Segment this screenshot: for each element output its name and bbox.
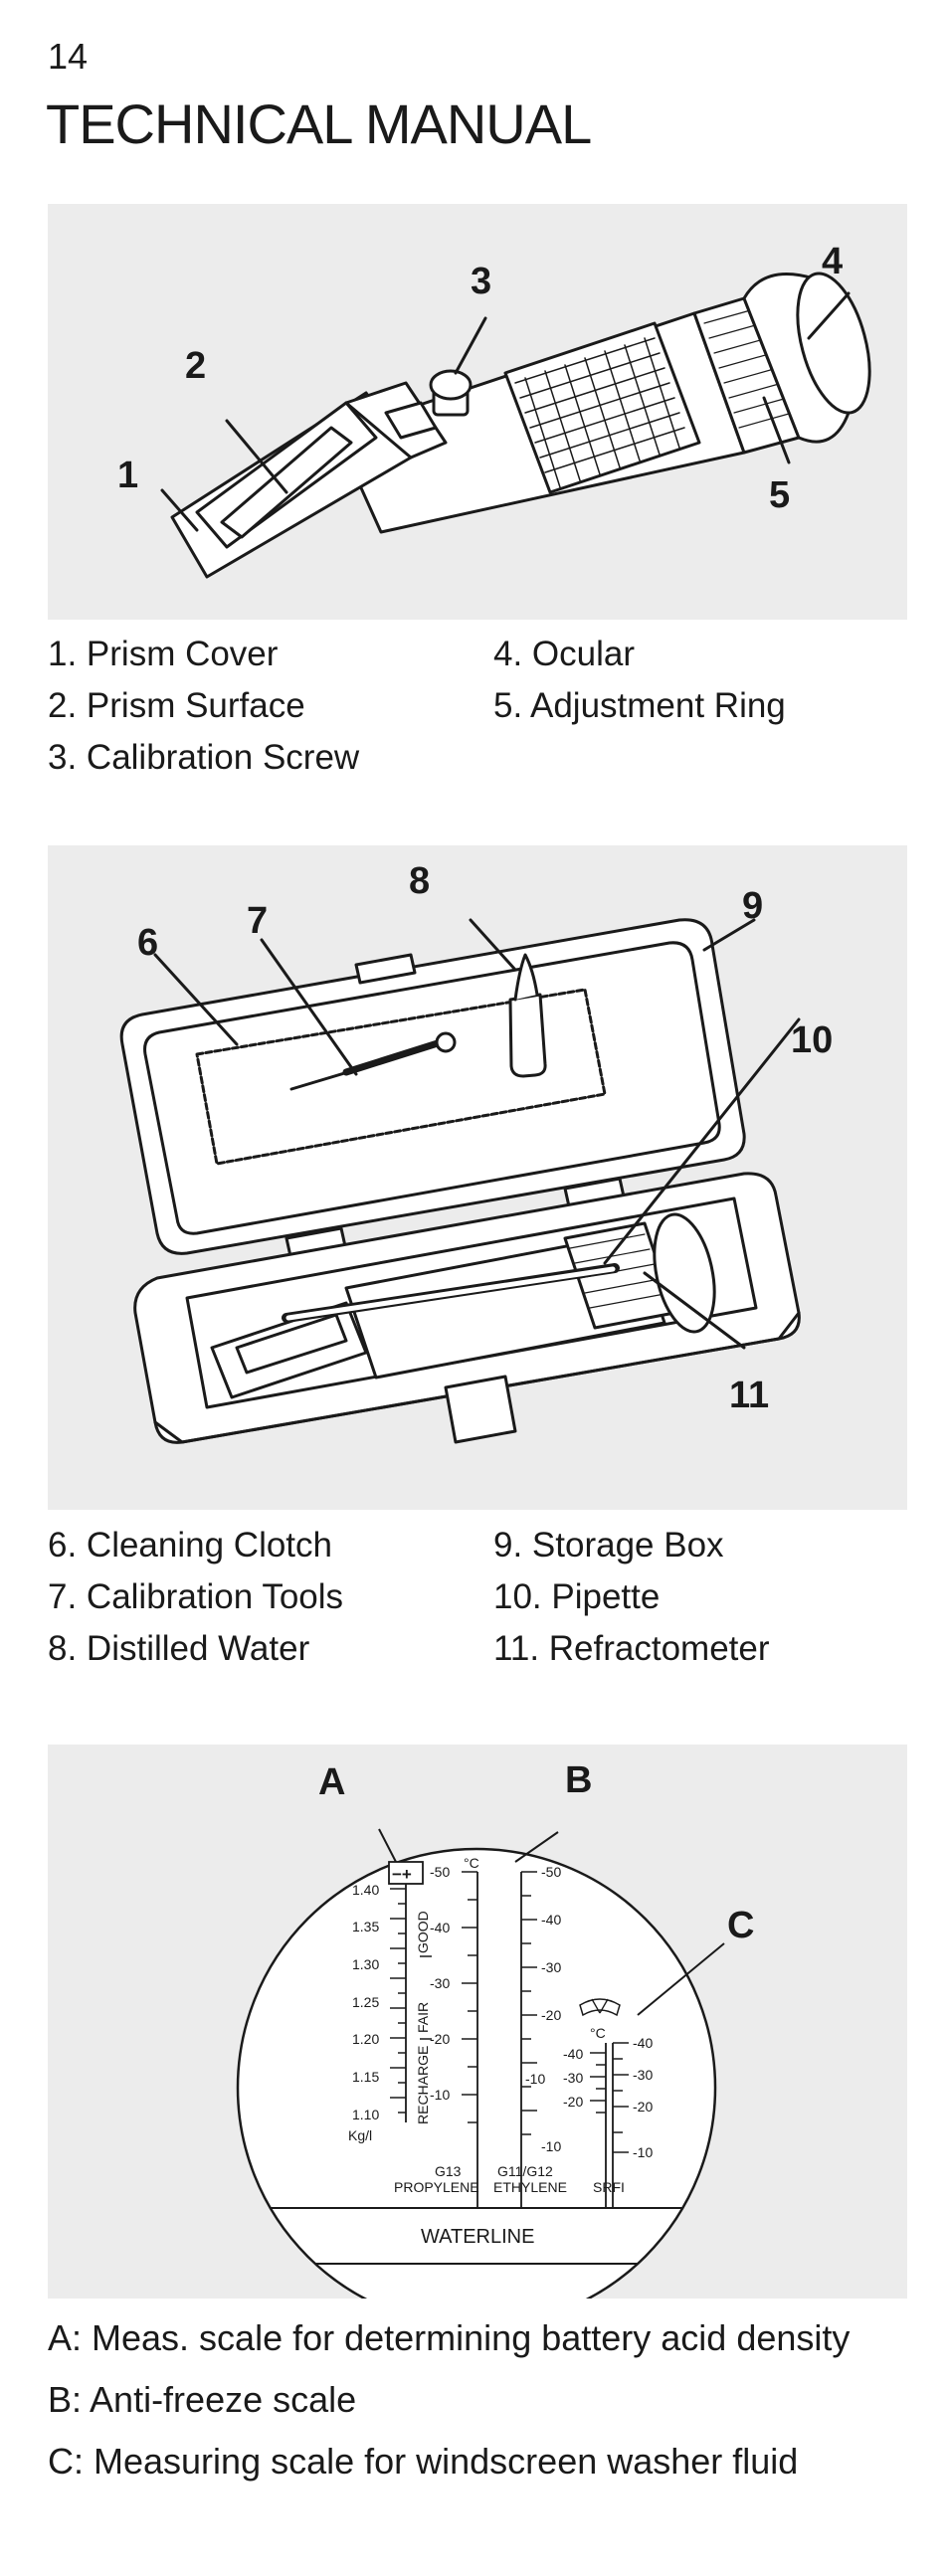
scale-a-value: 1.30: [352, 1956, 379, 1972]
callout-6: 6: [137, 922, 158, 964]
page-title: TECHNICAL MANUAL: [46, 92, 592, 155]
scale-view-illustration: A B C −+ 1.40 1.35 1.30 1.25 1.20 1.15 1…: [236, 1759, 754, 2299]
scale-b-left-value: -50: [430, 1864, 450, 1880]
caption-b: B: Anti-freeze scale: [48, 2379, 357, 2420]
scale-a-value: 1.15: [352, 2069, 379, 2085]
scale-c-right-value: -30: [633, 2067, 653, 2083]
caption-c: C: Measuring scale for windscreen washer…: [48, 2441, 799, 2482]
scale-c-right-value: -10: [633, 2144, 653, 2160]
scale-b-right-value: -50: [541, 1864, 561, 1880]
storage-box-illustration: 6 7 8 9 10 11: [119, 860, 833, 1444]
scale-captions: A: Meas. scale for determining battery a…: [48, 2307, 850, 2492]
storage-box-figure: 6 7 8 9 10 11: [48, 845, 907, 1510]
scale-view-circle: [236, 1847, 717, 2299]
scale-a-zone-good: GOOD: [415, 1911, 431, 1953]
page-number: 14: [48, 36, 89, 77]
scale-view-figure: A B C −+ 1.40 1.35 1.30 1.25 1.20 1.15 1…: [48, 1745, 907, 2299]
scale-a-unit: Kg/l: [348, 2127, 372, 2143]
scale-c-right-value: -20: [633, 2099, 653, 2115]
legend-column-right: 4. Ocular 5. Adjustment Ring: [493, 629, 786, 732]
scale-b-right-value: -30: [541, 1959, 561, 1975]
scale-b-label-propylene: PROPYLENE: [394, 2179, 479, 2195]
scale-b-right-value: -10: [541, 2138, 561, 2154]
scale-b-left-value: -10: [430, 2087, 450, 2103]
scale-a-zone-recharge: RECHARGE: [415, 2046, 431, 2124]
scale-a-value: 1.40: [352, 1882, 379, 1898]
callout-2: 2: [185, 345, 206, 387]
scale-b-right-value: -20: [541, 2007, 561, 2023]
legend-item: 6. Cleaning Clotch: [48, 1526, 332, 1564]
legend-item: 1. Prism Cover: [48, 635, 279, 673]
legend-item: 9. Storage Box: [493, 1526, 724, 1564]
scale-b-left-value: -40: [430, 1920, 450, 1935]
scale-b-label-g11g12: G11/G12: [497, 2163, 553, 2179]
legend-item: 4. Ocular: [493, 635, 635, 673]
legend-item: 10. Pipette: [493, 1577, 661, 1616]
scale-b-unit: °C: [464, 1855, 479, 1871]
legend-item: 2. Prism Surface: [48, 686, 305, 725]
scale-b-right-value: -10: [525, 2071, 545, 2087]
scale-b-left-value: -20: [430, 2031, 450, 2047]
scale-a-symbol: −+: [392, 1865, 412, 1884]
scale-a-zone-fair: FAIR: [415, 2002, 431, 2033]
legend-column-left: 6. Cleaning Clotch 7. Calibration Tools …: [48, 1520, 343, 1675]
legend-item: 8. Distilled Water: [48, 1629, 310, 1668]
callout-3: 3: [471, 261, 491, 302]
scale-a-value: 1.10: [352, 2107, 379, 2122]
scale-b-label-ethylene: ETHYLENE: [493, 2179, 567, 2195]
callout-10: 10: [791, 1019, 833, 1061]
refractometer-figure: 1 2 3 4 5: [48, 204, 907, 620]
scale-a-value: 1.35: [352, 1919, 379, 1934]
scale-a-value: 1.20: [352, 2031, 379, 2047]
scale-b-label-g13: G13: [435, 2163, 462, 2179]
callout-4: 4: [822, 241, 843, 282]
callout-11: 11: [729, 1375, 769, 1416]
callout-a: A: [318, 1761, 345, 1803]
callout-b: B: [565, 1759, 592, 1801]
legend-item: 7. Calibration Tools: [48, 1577, 344, 1616]
scale-c-right-value: -40: [633, 2035, 653, 2051]
scale-b-right-value: -40: [541, 1912, 561, 1928]
callout-9: 9: [742, 885, 763, 927]
scale-c-left-value: -30: [563, 2070, 583, 2086]
callout-8: 8: [409, 860, 430, 902]
waterline-label: WATERLINE: [421, 2226, 534, 2248]
legend-column-right: 9. Storage Box 10. Pipette 11. Refractom…: [493, 1520, 770, 1675]
legend-item: 3. Calibration Screw: [48, 738, 360, 777]
scale-c-label: SRFI: [593, 2179, 625, 2195]
scale-c-unit: °C: [590, 2025, 606, 2041]
scale-c-ticks: [590, 2042, 629, 2153]
caption-a: A: Meas. scale for determining battery a…: [48, 2317, 851, 2358]
legend-item: 5. Adjustment Ring: [493, 686, 786, 725]
legend-item: 11. Refractometer: [493, 1629, 770, 1668]
windscreen-icon: [579, 1998, 621, 2017]
scale-a-ticks: [390, 1888, 406, 2114]
callout-1: 1: [117, 455, 138, 496]
scale-c-left-value: -20: [563, 2094, 583, 2110]
scale-b-left-value: -30: [430, 1975, 450, 1991]
refractometer-illustration: 1 2 3 4 5: [117, 241, 871, 579]
scale-a-value: 1.25: [352, 1994, 379, 2010]
legend-column-left: 1. Prism Cover 2. Prism Surface 3. Calib…: [48, 629, 359, 784]
callout-7: 7: [247, 900, 268, 942]
callout-5: 5: [769, 474, 790, 516]
callout-c: C: [727, 1905, 754, 1946]
scale-c-left-value: -40: [563, 2046, 583, 2062]
scale-b-ticks: [462, 1871, 537, 2135]
